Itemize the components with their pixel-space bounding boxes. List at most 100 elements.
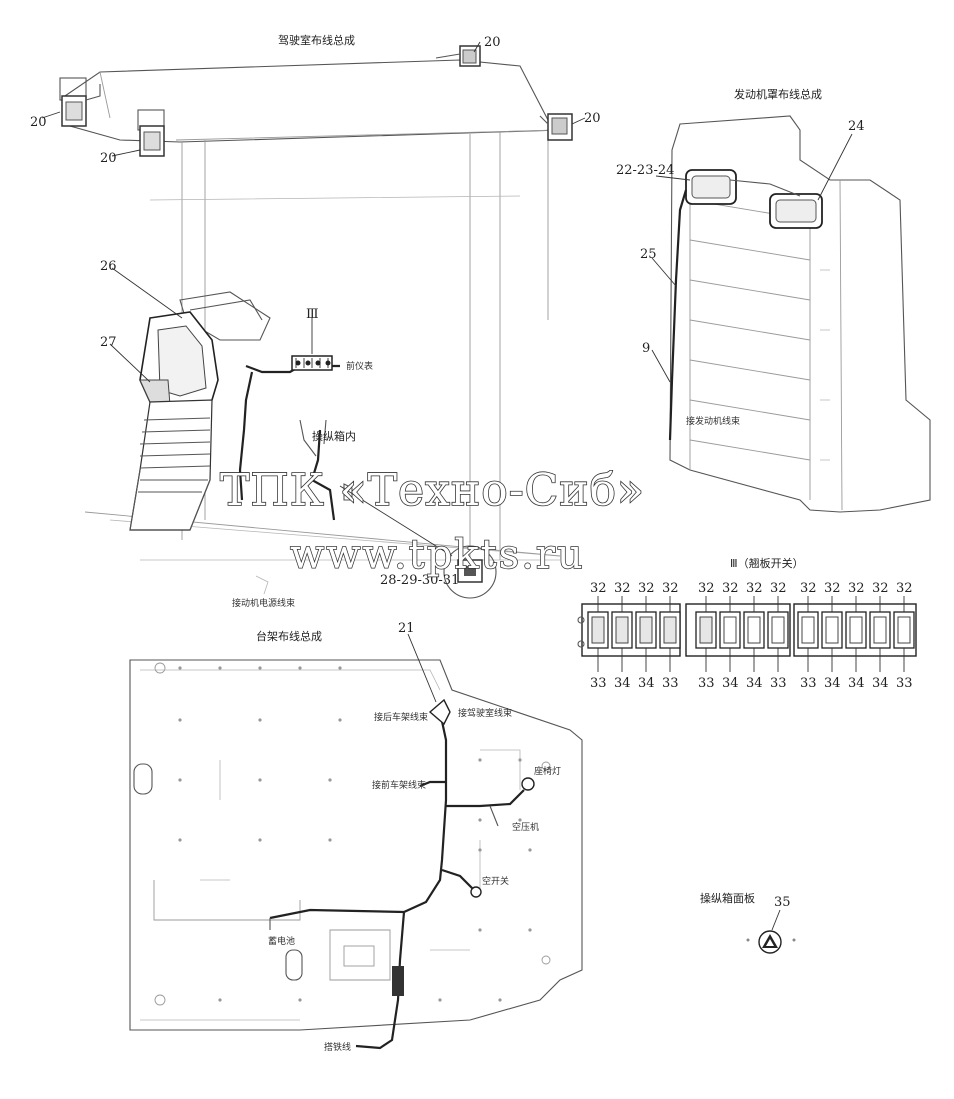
mount-hole: [338, 718, 342, 722]
rocker-switch-face: [897, 616, 911, 644]
note-switch: 空压机: [512, 821, 539, 833]
note-battery: 蓄电池: [268, 935, 295, 947]
callout-24: 24: [848, 119, 865, 134]
callout-21: 21: [398, 621, 415, 636]
mount-hole: [258, 838, 262, 842]
rocker-switch-face: [771, 616, 785, 644]
engine-cover-harness: [651, 115, 931, 513]
switch-callout-top: 32: [638, 581, 655, 596]
callout-26: 26: [100, 259, 117, 274]
switch-callout-bottom: 33: [770, 676, 787, 691]
mount-hole: [298, 666, 302, 670]
switch-callout-top: 32: [722, 581, 739, 596]
callout-20: 20: [100, 151, 117, 166]
switch-callout-bottom: 33: [662, 676, 679, 691]
mount-hole: [218, 666, 222, 670]
watermark-company: ТПК «Техно-Сиб»: [220, 465, 645, 516]
note-rear-frame: 接前车架线束: [372, 779, 426, 791]
switch-callout-top: 32: [590, 581, 607, 596]
mount-hole: [478, 818, 482, 822]
rocker-switch-face: [801, 616, 815, 644]
note-relay: 空开关: [482, 875, 509, 887]
engine-cover-lamp: [769, 193, 823, 229]
switch-callout-top: 32: [770, 581, 787, 596]
warning-triangle-icon: [758, 930, 782, 954]
rocker-switch-face: [849, 616, 863, 644]
note-platform-left: 接动机电源线束: [232, 597, 295, 609]
roof-lamp: [59, 77, 87, 127]
watermark-url: www.tpkts.ru: [290, 532, 585, 578]
platform-harness-assembly: [129, 633, 583, 1050]
mount-hole: [478, 758, 482, 762]
switch-callout-top: 32: [848, 581, 865, 596]
mount-hole: [178, 666, 182, 670]
switch-callout-bottom: 33: [896, 676, 913, 691]
callout-20: 20: [584, 111, 601, 126]
mount-hole: [518, 818, 522, 822]
switch-callout-top: 32: [896, 581, 913, 596]
mount-hole: [258, 666, 262, 670]
roof-lamp: [137, 109, 165, 157]
switch-callout-bottom: 33: [698, 676, 715, 691]
rocker-switch-face: [663, 616, 677, 644]
rocker-switch-face: [747, 616, 761, 644]
rocker-switch-face: [873, 616, 887, 644]
mount-hole: [178, 838, 182, 842]
rocker-switch-face: [639, 616, 653, 644]
steering-console: [139, 311, 219, 411]
switch-callout-top: 32: [746, 581, 763, 596]
note-engine-cover: 接发动机线束: [686, 415, 740, 427]
note-cab-harness: 接驾驶室线束: [458, 707, 512, 719]
mount-hole: [178, 718, 182, 722]
switch-callout-top: 32: [614, 581, 631, 596]
switch-callout-top: 32: [698, 581, 715, 596]
switch-callout-bottom: 34: [872, 676, 889, 691]
callout-28-31: 28-29-30-31: [380, 573, 459, 588]
column-bellows: [129, 399, 213, 531]
callout-20: 20: [30, 115, 47, 130]
switch-view-title: Ⅲ（翘板开关）: [730, 556, 804, 570]
cab-harness-assembly: [41, 41, 586, 599]
rocker-switch-panel: Ⅲ（翘板开关） 32 33 32 34 32 34 32 33 32 33 32 34 32 34 32 33…: [577, 556, 917, 691]
engine-cover-lamp: [685, 169, 737, 205]
mount-hole: [478, 928, 482, 932]
switch-callout-bottom: 34: [638, 676, 655, 691]
mount-hole: [338, 666, 342, 670]
callout-25: 25: [640, 247, 657, 262]
callout-20: 20: [484, 35, 501, 50]
engine-cover-title: 发动机罩布线总成: [734, 87, 822, 101]
switch-callout-bottom: 34: [614, 676, 631, 691]
mount-hole: [498, 998, 502, 1002]
note-to-instrument: 前仪表: [346, 360, 373, 372]
switch-callout-top: 32: [800, 581, 817, 596]
mount-hole: [328, 838, 332, 842]
note-front-harness: 接后车架线束: [374, 711, 428, 723]
mount-hole: [298, 998, 302, 1002]
mount-hole: [178, 778, 182, 782]
platform-harness-title: 台架布线总成: [256, 629, 322, 643]
mount-hole: [518, 758, 522, 762]
switch-callout-bottom: 34: [746, 676, 763, 691]
note-lamp: 座椅灯: [534, 765, 561, 777]
switch-callout-bottom: 33: [590, 676, 607, 691]
switch-callout-top: 32: [872, 581, 889, 596]
rocker-switch-face: [723, 616, 737, 644]
mount-hole: [528, 848, 532, 852]
roof-lamp: [459, 45, 481, 67]
note-ground: 搭铁线: [324, 1041, 351, 1053]
switch-callout-bottom: 34: [824, 676, 841, 691]
switch-callout-bottom: 33: [800, 676, 817, 691]
mount-hole: [328, 778, 332, 782]
note-console-inside: 操纵箱内: [312, 429, 356, 443]
callout-27: 27: [100, 335, 117, 350]
mount-hole: [218, 998, 222, 1002]
callout-9: 9: [642, 341, 650, 356]
control-panel-title: 操纵箱面板: [700, 891, 755, 905]
rocker-switch-face: [591, 616, 605, 644]
switch-callout-top: 32: [662, 581, 679, 596]
mount-hole: [438, 998, 442, 1002]
rocker-switch-face: [615, 616, 629, 644]
callout-III: Ⅲ: [306, 307, 319, 322]
mount-hole: [258, 718, 262, 722]
